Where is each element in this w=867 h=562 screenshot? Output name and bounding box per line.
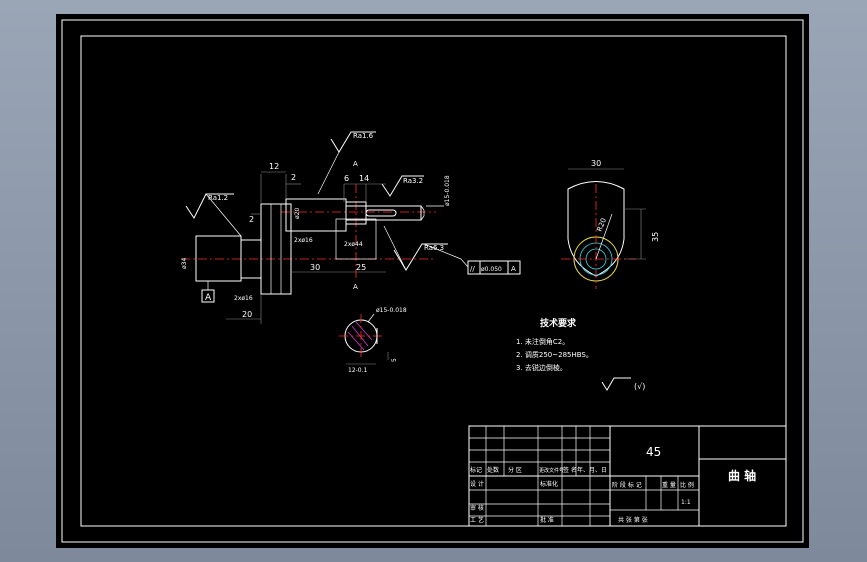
roughness-symbols: Ra1.6 Ra3.2 Ra1.2 Ra6.3 (185, 131, 448, 271)
dim-phi-bore: ø20 (294, 208, 301, 219)
crank-dim-35: 35 (651, 232, 660, 242)
crank-arm-view: 30 35 R20 (561, 159, 660, 289)
tol-symbol: // (470, 265, 475, 273)
crank-dim-30: 30 (591, 159, 601, 168)
tb-approve: 批 准 (540, 516, 554, 524)
tb-material: 45 (646, 445, 661, 459)
roughness-ra16: Ra1.6 (353, 132, 374, 140)
tb-scale-value: 1:1 (681, 499, 691, 506)
dim-2x16-b: 2xø16 (234, 295, 253, 302)
tol-value: ø0.050 (481, 266, 502, 273)
dim-2x16-a: 2xø16 (294, 237, 313, 244)
roughness-ra32: Ra3.2 (403, 177, 423, 185)
tolerance-frame (467, 260, 521, 275)
rest-roughness-text: (√) (634, 382, 645, 391)
inner-frame (80, 35, 787, 527)
section-mark-bottom: A (353, 283, 358, 291)
tb-mark: 标记 (470, 466, 482, 474)
tb-process: 工 艺 (470, 516, 484, 524)
tb-date: 年、月、日 (577, 466, 607, 474)
tb-standard: 标准化 (540, 480, 558, 488)
datum-label: A (205, 293, 212, 303)
dim-2a: 2 (291, 173, 296, 182)
tech-item-3: 3. 去锐边倒棱。 (516, 363, 567, 372)
title-block: 标记 处数 分 区 更改文件号 签 名 年、月、日 设 计 标准化 审 核 工 … (468, 425, 787, 527)
tb-review: 审 核 (470, 504, 484, 512)
dim-12: 12 (269, 162, 279, 171)
dim-30: 30 (310, 263, 320, 272)
roughness-ra12: Ra1.2 (208, 194, 228, 202)
dim-2b: 2 (249, 215, 254, 224)
dim-25: 25 (356, 263, 366, 272)
tb-zone: 分 区 (508, 466, 522, 474)
dim-phi-right: ø15-0.018 (444, 175, 451, 206)
cad-drawing: 12 2 2 6 14 30 25 20 2xø16 2xø16 2xø44 ø… (61, 19, 804, 543)
keyway (365, 209, 397, 217)
tb-change-doc: 更改文件号 (539, 467, 564, 474)
outer-border (61, 19, 804, 543)
tb-sign: 签 名 (563, 466, 577, 474)
section-dim-12: 12-0.1 (348, 367, 368, 374)
section-phi: ø15-0.018 (376, 307, 407, 314)
keyed-shaft (345, 205, 422, 221)
shaft-main-view (181, 184, 436, 295)
tol-datum: A (511, 265, 516, 273)
tb-part-name: 曲 轴 (728, 468, 756, 483)
dim-2x44: 2xø44 (344, 241, 363, 248)
lower-journal (195, 235, 242, 282)
section-mark-top: A (353, 160, 358, 168)
dim-20: 20 (242, 310, 252, 319)
tb-weight: 重 量 (662, 481, 676, 489)
section-dim-5: 5 (391, 358, 398, 362)
technical-requirements: 技术要求 1. 未注倒角C2。 2. 调质250~285HBS。 3. 去锐边倒… (516, 317, 645, 391)
shaft-section-view: ø15-0.018 12-0.1 5 (339, 307, 407, 374)
tb-design: 设 计 (470, 480, 484, 488)
datum-and-tolerance: A A A // ø0.050 A ø15-0.018 (201, 160, 521, 303)
dim-phi-main: ø34 (181, 258, 188, 269)
tb-count: 处数 (487, 466, 499, 474)
tech-item-2: 2. 调质250~285HBS。 (516, 350, 593, 359)
tb-scale-label: 比 例 (680, 481, 694, 489)
tech-title: 技术要求 (540, 317, 577, 329)
dim-14: 14 (359, 174, 369, 183)
dim-6: 6 (344, 174, 349, 183)
tech-item-1: 1. 未注倒角C2。 (516, 337, 569, 346)
main-view-dimensions: 12 2 2 6 14 30 25 20 2xø16 2xø16 2xø44 ø… (181, 162, 386, 324)
tb-sheet-info: 共 张 第 张 (618, 516, 648, 524)
drawing-sheet: 12 2 2 6 14 30 25 20 2xø16 2xø16 2xø44 ø… (56, 14, 809, 548)
tb-stage: 阶 段 标 记 (612, 481, 642, 489)
rest-roughness-icon (601, 377, 631, 391)
